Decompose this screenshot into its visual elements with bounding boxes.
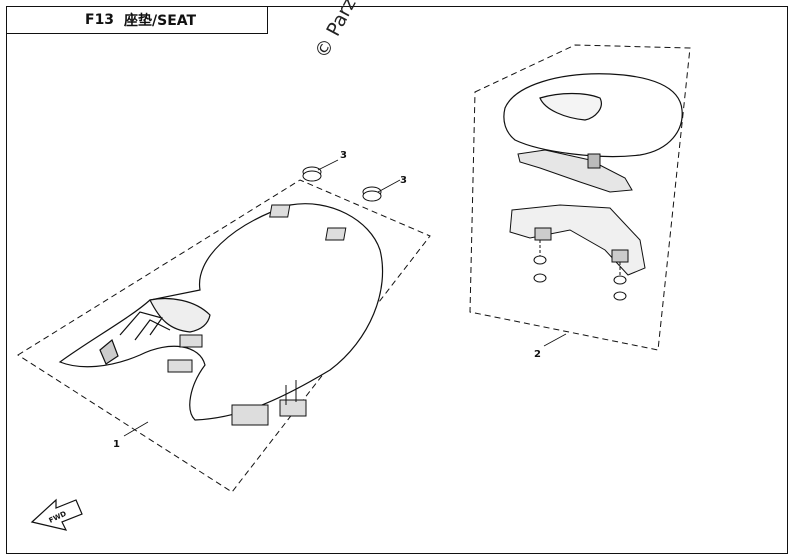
- callout-2: 2: [534, 349, 541, 360]
- assembly-1-outline: [17, 179, 431, 493]
- nut-part-3-right: [362, 186, 382, 202]
- figure-title: 座垫/SEAT: [124, 13, 197, 29]
- callout-1: 1: [113, 439, 120, 450]
- nut-part-3-left: [302, 166, 322, 182]
- assembly-2-outline: [469, 44, 691, 351]
- figure-code: F13: [85, 12, 115, 28]
- passenger-seat: [503, 73, 683, 158]
- seat-bracket: [517, 149, 633, 193]
- callout-3-left: 3: [340, 150, 347, 161]
- grab-handle: [509, 204, 646, 276]
- passenger-nuts: [533, 240, 627, 301]
- callout-leaders: [123, 159, 567, 437]
- title-block: F13 座垫/SEAT: [6, 6, 268, 34]
- callout-3-right: 3: [400, 175, 407, 186]
- drawing-frame: [6, 6, 788, 554]
- seat-mount-blocks: [167, 204, 347, 426]
- fwd-arrow-icon: [30, 498, 83, 531]
- rider-seat: [58, 203, 384, 421]
